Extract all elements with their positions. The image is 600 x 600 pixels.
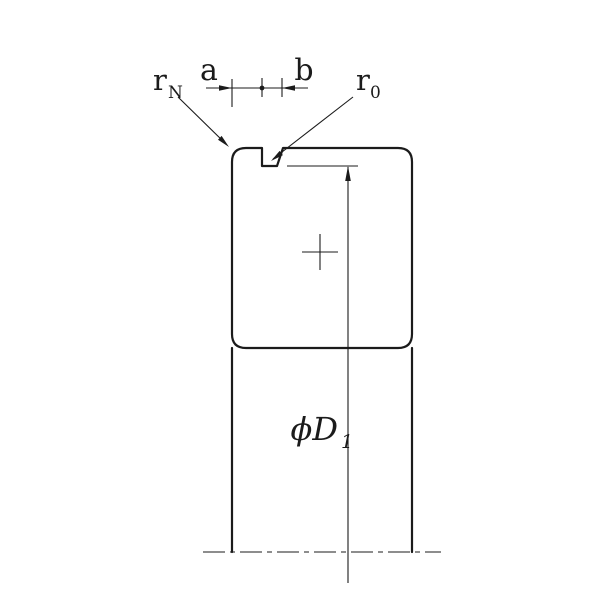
dimension-d1 xyxy=(287,165,358,583)
ring-cross-section-outline xyxy=(230,146,414,350)
dimension-a-b xyxy=(206,78,308,107)
label-phi-d1-subscript: 1 xyxy=(341,431,353,453)
arrowhead-left xyxy=(282,85,295,91)
label-r-n-subscript: N xyxy=(168,83,183,103)
arrowhead-d1 xyxy=(345,166,351,181)
leader-r-n xyxy=(177,96,229,147)
arrowhead-r-0 xyxy=(271,150,283,161)
dimension-endpoint-dot xyxy=(259,85,265,91)
leader-r-0 xyxy=(271,96,354,161)
label-b: b xyxy=(294,53,313,88)
label-r-n-base: r xyxy=(153,63,167,97)
label-a: a xyxy=(200,53,218,88)
arrowhead-r-n xyxy=(218,135,229,147)
label-r-0-subscript: 0 xyxy=(370,83,381,103)
leader-line-r-0 xyxy=(272,96,354,160)
center-mark xyxy=(302,234,338,270)
label-phi-d1-base: ϕD xyxy=(291,410,338,448)
arrowhead-right xyxy=(219,85,232,91)
leader-line-r-n xyxy=(177,96,227,145)
label-r-0-base: r xyxy=(356,63,370,97)
